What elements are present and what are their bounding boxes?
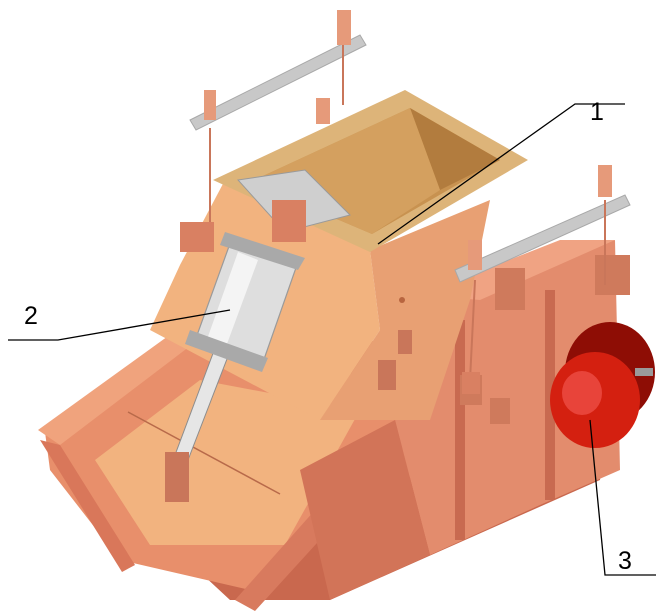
side-housing [300,240,630,600]
spring-post-4 [598,165,612,197]
hopper-right-side [320,200,490,420]
vibrator-motor [550,322,655,448]
cylinder-cap-top [220,232,305,270]
hopper-tab-1 [398,330,412,354]
spring-post-2 [204,90,216,120]
trough-front-lip [40,440,135,572]
spring-post-5 [468,240,482,270]
callout-label-2: 2 [24,302,38,330]
cylinder-mount-lug [272,200,306,242]
pneumatic-cylinder [165,169,351,502]
callout-label-3: 3 [618,547,632,575]
hopper-bolt [399,297,405,303]
housing-front-face [300,420,430,600]
leader-line-3 [589,419,656,576]
housing-rib-1 [455,320,465,540]
hopper-tab-2 [378,360,396,390]
motor-highlight [562,371,602,415]
cylinder-barrel-highlight [205,252,258,352]
suspension-bar-right [454,194,631,283]
spring-post-1 [337,10,351,45]
leader-lines [8,103,656,576]
callout-label-1: 1 [590,98,604,126]
housing-rib-2 [545,290,555,500]
leader-line-2 [8,309,231,341]
housing-bracket-1 [495,268,525,310]
trough-seam [127,411,281,495]
spring-post-3 [316,98,330,124]
hopper-inner-left [250,108,440,234]
trough-inner-floor [95,380,360,545]
leader-line-1 [377,103,625,245]
housing-bracket-4 [490,398,510,424]
rod-clamp-2 [462,372,480,394]
suspension-bar-top [189,34,367,131]
trough-left-wall [38,326,198,445]
hanging-rod-4 [469,279,476,381]
hopper [150,90,528,420]
housing-bracket-2 [595,255,630,295]
cylinder-clevis [165,452,189,502]
rod-clamp-1 [180,222,214,252]
suspension-assembly [180,10,631,394]
motor-shaft [635,368,653,376]
cylinder-cap-bottom [185,330,268,372]
